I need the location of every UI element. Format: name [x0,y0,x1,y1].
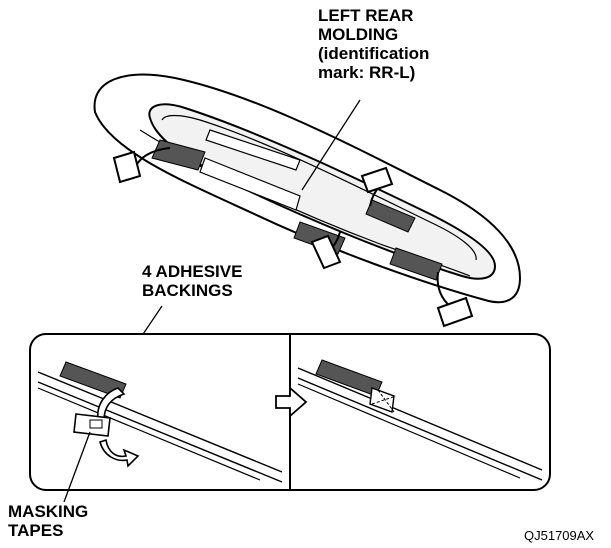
label-masking-tapes: MASKING TAPES [8,502,88,540]
tapes-label-line-2: TAPES [8,521,64,540]
molding-label-line-2: MOLDING [318,25,399,44]
hollow-right-arrow-icon [275,386,308,418]
inset-right-molding [297,359,543,481]
curved-peel-arrow-icon [99,438,140,468]
inset-adhesive-backing [59,361,127,399]
inset-left-molding [37,361,283,483]
adhesive-backing-4 [389,247,443,281]
label-left-rear-molding: LEFT REAR MOLDING (identification mark: … [318,6,429,82]
backing-strip-b [205,129,301,171]
masking-tape-tab-1 [112,147,171,184]
rear-molding-illustration [93,73,522,387]
backing-strip-a [199,157,301,211]
figure-code: QJ51709AX [524,528,595,543]
molding-label-line-4: mark: RR-L) [318,63,416,82]
backings-label-line-2: BACKINGS [142,281,233,300]
molding-leader-line [301,99,361,191]
inset-tape-end [73,413,111,437]
masking-tape-tab-2 [360,166,394,207]
molding-label-line-3: (identification [318,44,430,63]
masking-tape-tab-4 [436,271,474,328]
molding-label-line-1: LEFT REAR [318,6,414,25]
inset-folded-tape [369,387,395,413]
masking-tape-tab-3 [310,231,342,270]
molding-highlight [161,114,477,261]
tapes-label-line-1: MASKING [8,502,89,521]
label-adhesive-backings: 4 ADHESIVE BACKINGS [142,262,242,300]
backings-label-line-1: 4 ADHESIVE [142,262,243,281]
detail-inset [29,333,551,503]
adhesive-backing-2 [365,199,416,233]
tapes-leader-line [63,431,91,503]
